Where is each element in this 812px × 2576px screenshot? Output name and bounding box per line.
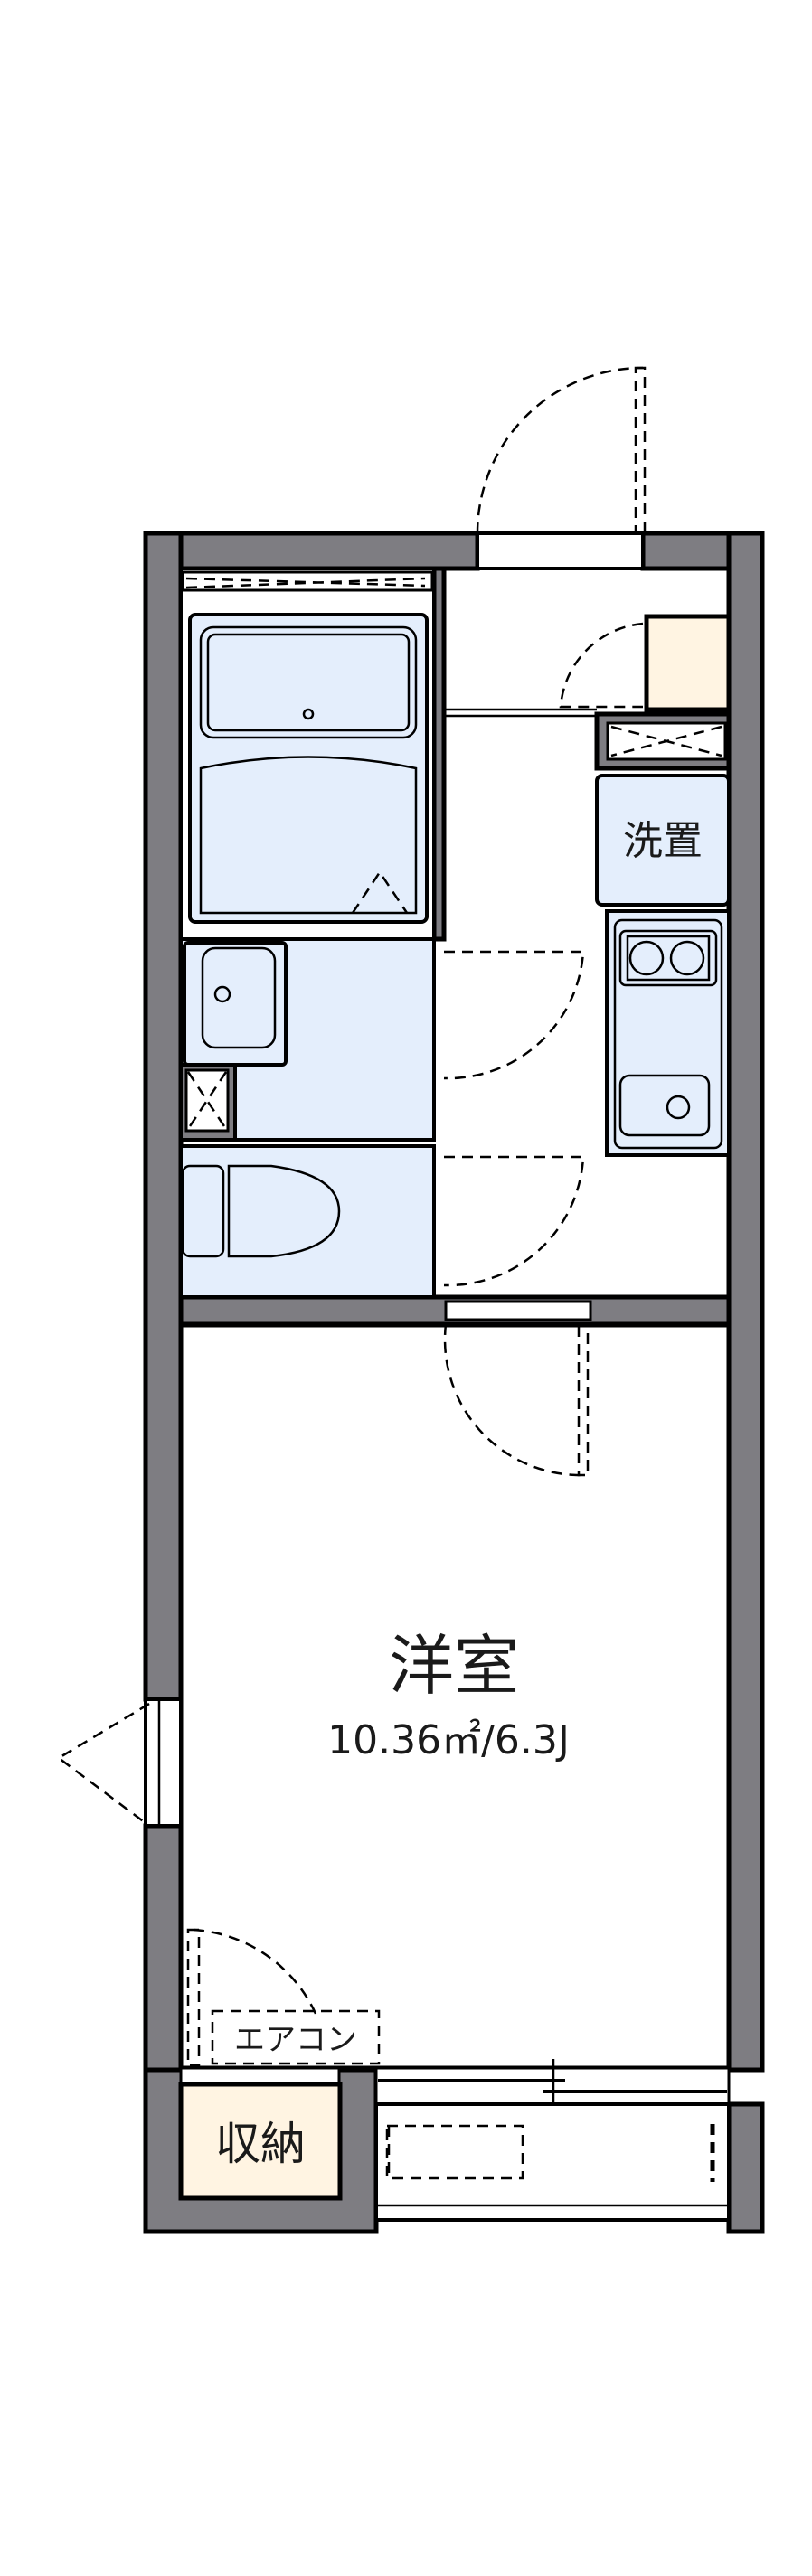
- aircon-label: エアコン: [234, 2022, 357, 2058]
- bathroom: [179, 567, 436, 941]
- balcony-window[interactable]: [374, 2059, 731, 2113]
- washer-space-label: 洗置: [623, 818, 703, 864]
- toilet-room: [179, 1144, 585, 1299]
- stove-icon: [626, 935, 711, 982]
- toilet-bowl-icon: [227, 1164, 341, 1258]
- balcony: [374, 2102, 731, 2222]
- washer-space: 洗置: [595, 774, 731, 907]
- closet-door[interactable]: [186, 1928, 318, 2067]
- room-door[interactable]: [443, 1322, 590, 1477]
- outdoor-unit: [385, 2124, 524, 2180]
- air-conditioner: エアコン: [211, 2009, 381, 2065]
- room-name: 洋室: [389, 1628, 519, 1704]
- room-area: 10.36㎡/6.3J: [327, 1717, 570, 1763]
- entrance-door[interactable]: [476, 366, 647, 570]
- drain-icon: [302, 708, 315, 720]
- burner-icon: [628, 940, 665, 976]
- side-window[interactable]: [56, 1697, 183, 1828]
- toilet-tank-icon: [181, 1164, 225, 1258]
- storage: 収納: [178, 2066, 343, 2201]
- storage-label: 収納: [215, 2118, 306, 2170]
- kitchen: [605, 909, 731, 1157]
- sink-icon: [618, 1074, 711, 1137]
- burner-icon: [669, 940, 705, 976]
- room-door-frame: [444, 1300, 592, 1321]
- washroom: [179, 937, 585, 1142]
- bathtub-icon: [188, 613, 429, 924]
- western-room: 洋室 10.36㎡/6.3J: [178, 1322, 732, 2071]
- shoe-cabinet: [559, 614, 732, 712]
